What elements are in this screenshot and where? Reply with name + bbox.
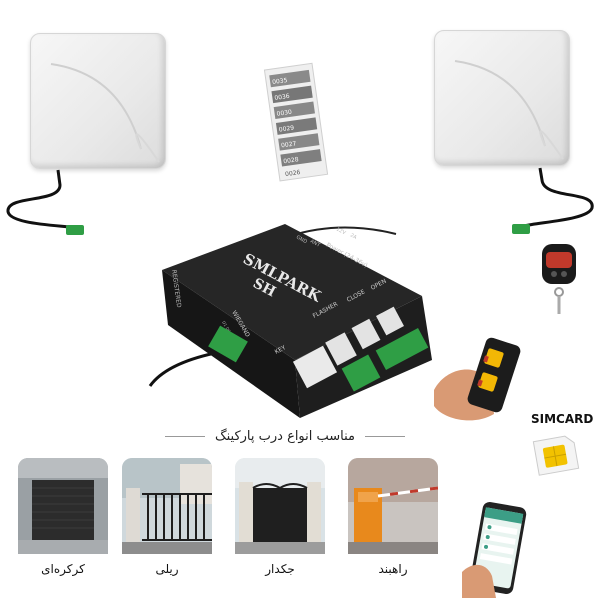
antenna-curve-icon — [50, 63, 160, 163]
ant-label: ANT — [309, 238, 322, 249]
tag-code: 0028 — [283, 156, 299, 165]
right-antenna-cable — [523, 167, 594, 228]
gate-card-barrier: راهبند — [348, 458, 438, 584]
tag-code: 0036 — [274, 93, 290, 102]
gate-label: ریلی — [122, 554, 212, 584]
caption-text: مناسب انواع درب پارکینگ — [214, 428, 356, 444]
gate-card-swing: جکدار — [235, 458, 325, 584]
relay-key — [292, 345, 338, 389]
swing-gate-image — [235, 458, 325, 554]
simcard-label: SIMCARD — [531, 412, 594, 426]
key-label: KEY — [274, 344, 288, 356]
gnd-label: GND — [295, 234, 308, 245]
relay-open — [376, 306, 404, 336]
right-cable-connector — [512, 224, 530, 234]
tag-code: 0026 — [285, 169, 301, 178]
caption-divider-left — [164, 435, 205, 437]
gate-card-rolling-shutter: کرکره‌ای — [18, 458, 108, 584]
relay-flasher — [325, 332, 357, 366]
caption-divider-right — [365, 435, 406, 437]
current-label: 2A — [349, 232, 358, 241]
gate-label: جکدار — [235, 554, 325, 584]
relay-close — [351, 318, 381, 350]
output-terminal — [341, 354, 381, 392]
right-rfid-antenna — [434, 30, 570, 166]
rfid-tag-strip: 0035 0036 0030 0029 0027 0028 0026 — [263, 62, 329, 182]
left-antenna-cable — [6, 169, 71, 229]
rolling-shutter-image — [18, 458, 108, 554]
antenna-curve-icon — [454, 60, 564, 160]
power-terminal — [375, 328, 429, 370]
sliding-gate-image — [122, 458, 212, 554]
tag-code: 0035 — [272, 77, 288, 86]
tag-code: 0027 — [281, 140, 297, 149]
car-key-remote-icon — [542, 244, 576, 314]
left-rfid-antenna — [30, 33, 166, 169]
barrier-gate-image — [348, 458, 438, 554]
suitability-caption: مناسب انواع درب پارکینگ — [120, 426, 450, 446]
tag-code: 0029 — [278, 124, 294, 133]
tag-code: 0030 — [276, 109, 292, 118]
wiegand-terminal — [208, 325, 248, 363]
handheld-remote-in-hand — [434, 337, 521, 421]
left-cable-connector — [66, 225, 84, 235]
simcard-icon — [532, 435, 580, 476]
voltage-label: 12V — [335, 226, 347, 236]
gate-card-sliding: ریلی — [122, 458, 212, 584]
gate-label: راهبند — [348, 554, 438, 584]
gate-label: کرکره‌ای — [18, 554, 108, 584]
smartphone-app-icon — [462, 501, 527, 598]
